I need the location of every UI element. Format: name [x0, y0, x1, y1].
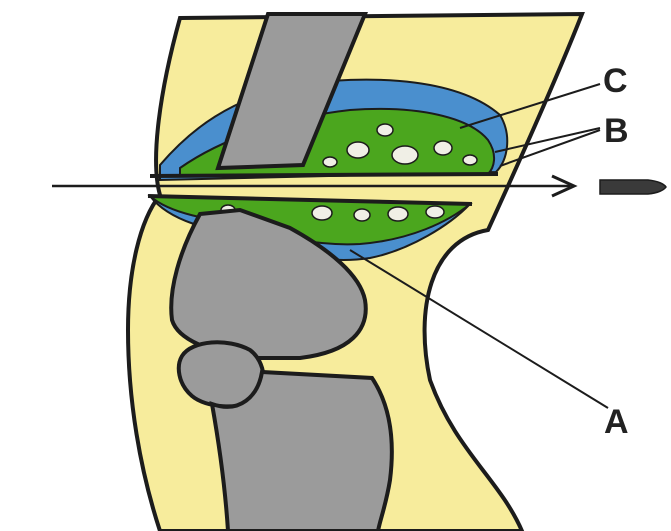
label-c: C — [603, 64, 628, 98]
label-a: A — [604, 405, 629, 439]
bullet-icon — [600, 180, 666, 194]
label-b: B — [604, 114, 629, 148]
femur-cut-edge — [150, 174, 498, 176]
